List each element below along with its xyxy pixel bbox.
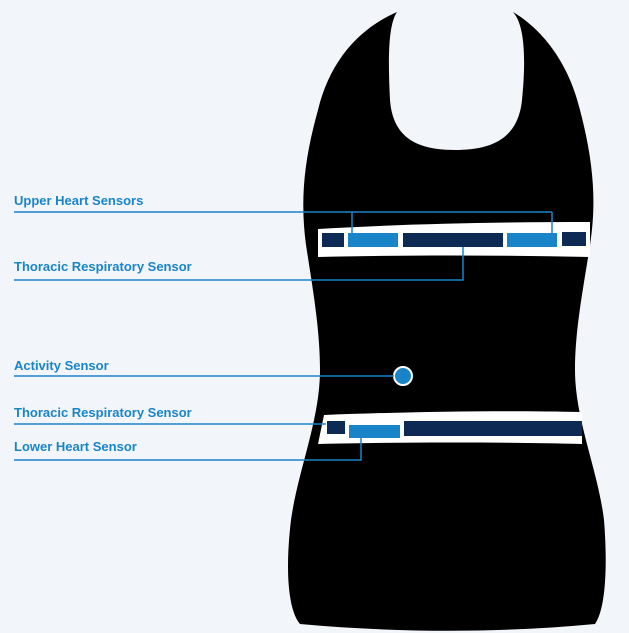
lower-waist-band [318,411,582,444]
lower-heart-sensor [349,425,400,438]
upper-band-seg-dark-left [322,233,344,247]
label-thoracic-respiratory-sensor-lower: Thoracic Respiratory Sensor [14,405,192,421]
upper-chest-band [318,222,590,257]
upper-band-seg-dark-right [562,232,586,246]
thoracic-sensor-lower [404,421,582,436]
leader-upper-heart [14,212,352,233]
label-upper-heart-sensors: Upper Heart Sensors [14,193,143,209]
upper-heart-sensor-left [348,233,398,247]
tank-top-garment [288,12,606,631]
activity-sensor-dot [394,367,412,385]
lower-band-seg-dark-left [327,421,345,434]
label-activity-sensor: Activity Sensor [14,358,109,374]
thoracic-sensor-upper [403,233,503,247]
label-thoracic-respiratory-sensor-upper: Thoracic Respiratory Sensor [14,259,192,275]
upper-heart-sensor-right [507,233,557,247]
label-lower-heart-sensor: Lower Heart Sensor [14,439,137,455]
